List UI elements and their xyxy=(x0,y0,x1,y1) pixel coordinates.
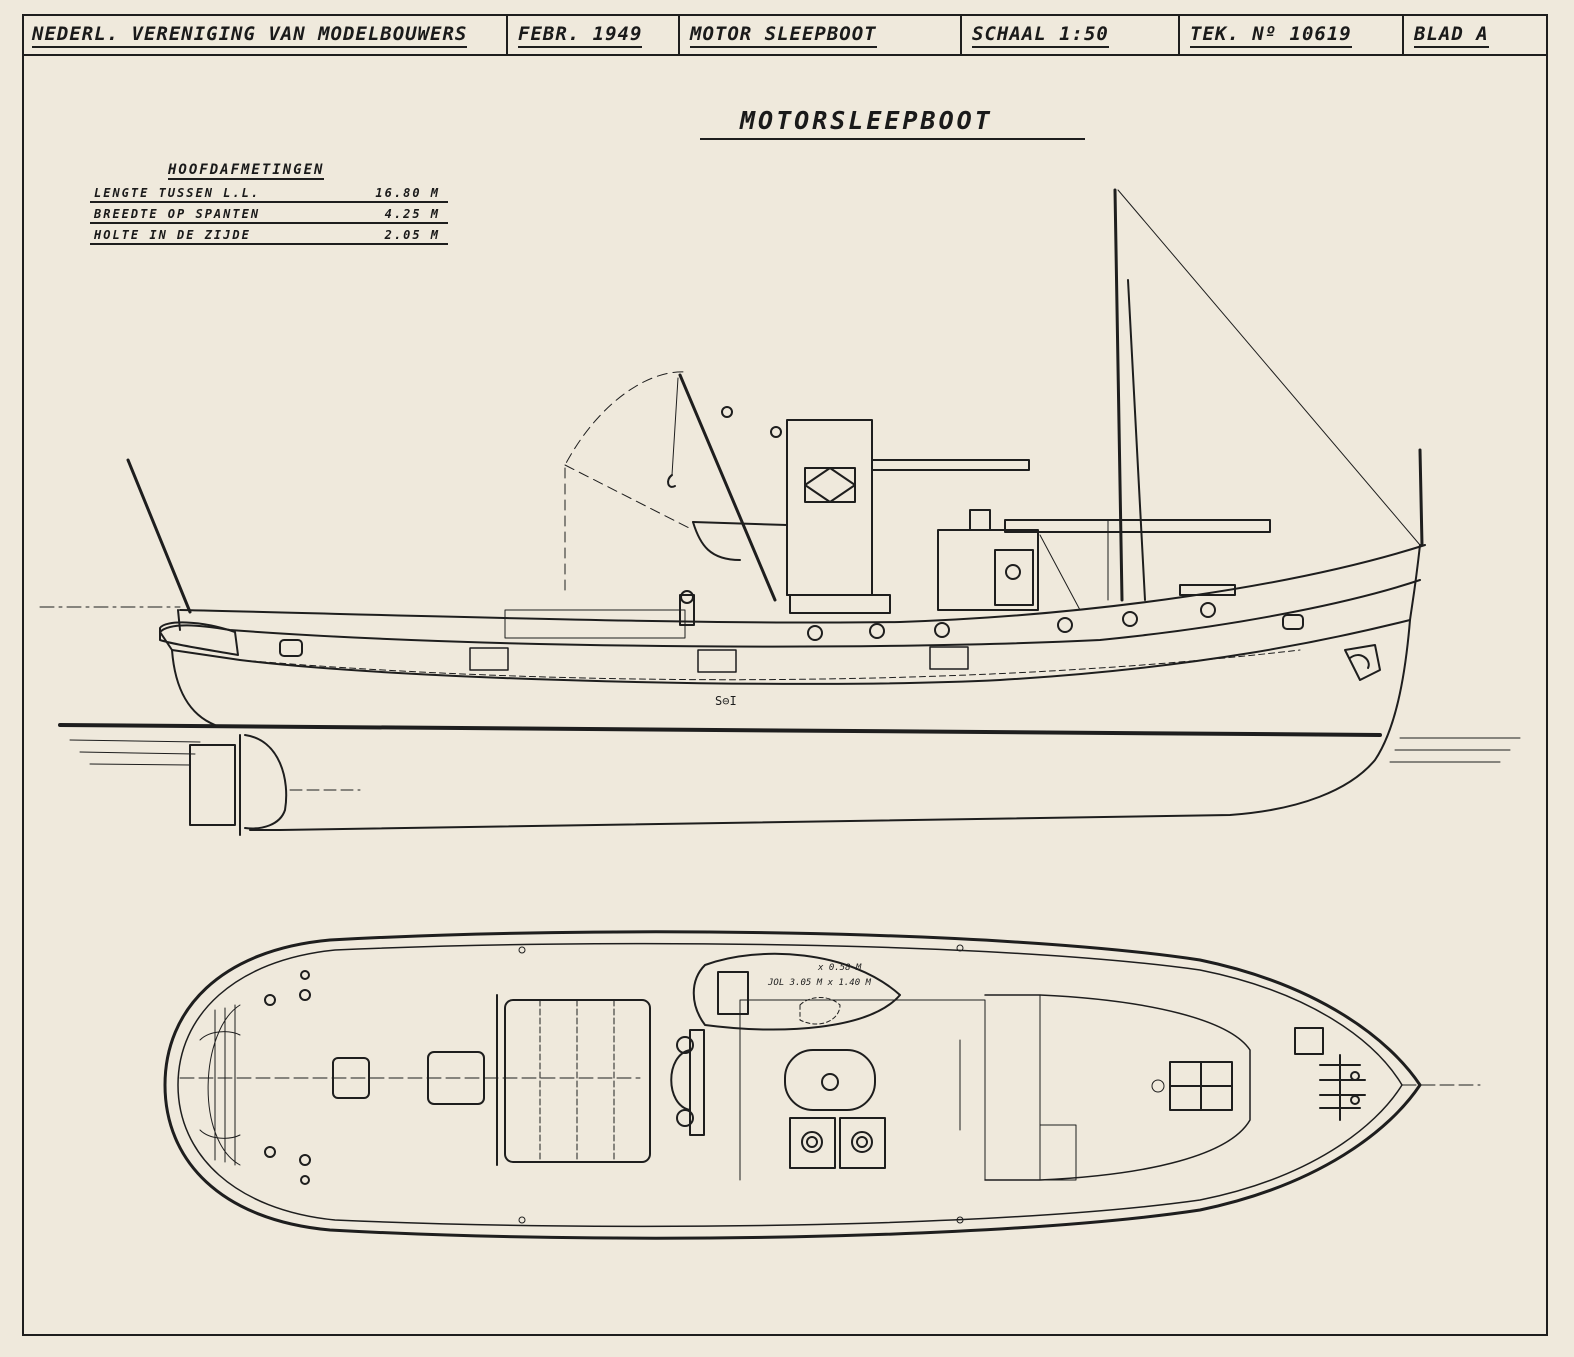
windlass xyxy=(1294,1027,1366,1121)
derrick xyxy=(564,371,782,602)
deckhouse xyxy=(679,419,1271,626)
dimensions-heading: HOOFDAFMETINGEN xyxy=(168,162,325,180)
drawing-frame xyxy=(22,14,1548,1336)
dimension-row-breadth: BREEDTE OP SPANTEN 4.25 M xyxy=(90,203,448,224)
portholes xyxy=(279,602,1304,657)
dinghy xyxy=(692,952,901,1031)
stern-grating xyxy=(199,1004,241,1166)
title-sheet-text: BLAD A xyxy=(1414,23,1489,48)
deckhouse-plan xyxy=(739,994,1251,1181)
waterline xyxy=(39,606,1521,766)
dimension-length-value: 16.80 M xyxy=(375,186,440,200)
dinghy-mark: x 0.58 M xyxy=(817,963,862,973)
dimension-row-depth: HOLTE IN DE ZIJDE 2.05 M xyxy=(90,224,448,245)
title-subject: MOTOR SLEEPBOOT xyxy=(680,14,962,54)
dimension-depth-value: 2.05 M xyxy=(384,228,440,242)
dimension-breadth-value: 4.25 M xyxy=(384,207,440,221)
title-scale: SCHAAL 1:50 xyxy=(962,14,1180,54)
title-association: NEDERL. VERENIGING VAN MODELBOUWERS xyxy=(22,14,508,54)
dinghy-label: JOL 3.05 M x 1.40 M xyxy=(767,978,872,988)
stern-fender xyxy=(159,621,239,656)
title-subject-text: MOTOR SLEEPBOOT xyxy=(690,23,877,48)
title-association-text: NEDERL. VERENIGING VAN MODELBOUWERS xyxy=(32,23,468,48)
hatch-mid xyxy=(427,1051,485,1105)
engine-skylight xyxy=(496,994,651,1166)
towing-hook xyxy=(670,1029,705,1136)
side-vents xyxy=(469,646,969,673)
title-scale-text: SCHAAL 1:50 xyxy=(972,23,1109,48)
title-drawing-number-text: TEK. Nº 10619 xyxy=(1190,23,1352,48)
hatch-aft xyxy=(332,1057,370,1099)
dimension-breadth-label: BREEDTE OP SPANTEN xyxy=(94,207,261,221)
title-block: NEDERL. VERENIGING VAN MODELBOUWERS FEBR… xyxy=(22,14,1548,56)
title-date: FEBR. 1949 xyxy=(508,14,680,54)
drawing-title: MOTORSLEEPBOOT xyxy=(740,106,993,135)
dimension-length-label: LENGTE TUSSEN L.L. xyxy=(94,186,261,200)
draft-mark: S⊖I xyxy=(715,694,737,708)
dimension-depth-label: HOLTE IN DE ZIJDE xyxy=(94,228,251,242)
anchor xyxy=(1344,644,1381,681)
mast xyxy=(1107,188,1421,602)
title-date-text: FEBR. 1949 xyxy=(518,23,643,48)
rudder xyxy=(189,734,361,836)
title-drawing-number: TEK. Nº 10619 xyxy=(1180,14,1404,54)
dimension-row-length: LENGTE TUSSEN L.L. 16.80 M xyxy=(90,182,448,203)
stern-flagstaff xyxy=(126,458,192,614)
title-sheet: BLAD A xyxy=(1404,14,1546,54)
bow-staff xyxy=(1418,448,1424,547)
bollards xyxy=(264,970,311,1185)
drawing-title-underline xyxy=(700,138,1085,140)
plan-hull xyxy=(163,930,1481,1240)
